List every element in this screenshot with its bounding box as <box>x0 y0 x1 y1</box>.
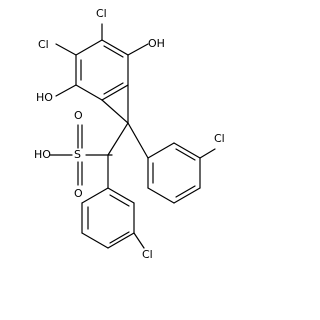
oxygen-label-top: O <box>74 109 83 122</box>
bond <box>81 232 109 249</box>
double-bond <box>103 45 124 58</box>
bond-cl <box>199 148 216 159</box>
right-ring <box>147 142 216 204</box>
bond-oh <box>127 43 149 56</box>
bond <box>81 187 109 204</box>
bond <box>101 84 129 101</box>
double-bond <box>175 148 196 161</box>
hydroxyl-label-right: OH <box>148 37 165 50</box>
bond <box>101 39 129 56</box>
hydroxyl-label-sulfonic: HO <box>34 148 51 161</box>
bond <box>75 84 103 101</box>
bond-cl-left <box>55 43 77 56</box>
top-ring <box>75 39 129 101</box>
bond <box>173 187 201 204</box>
bond <box>127 122 149 159</box>
hydroxyl-label-left: HO <box>36 91 53 104</box>
double-bond <box>175 185 196 198</box>
bond-cl <box>133 232 145 249</box>
chlorine-label-left: Cl <box>38 38 49 51</box>
bond <box>107 187 135 204</box>
bond <box>147 187 175 204</box>
bond <box>147 142 175 159</box>
bond <box>107 232 135 249</box>
bond <box>173 142 201 159</box>
bond <box>75 39 103 56</box>
bond <box>107 122 129 156</box>
double-bond <box>103 82 124 95</box>
sulfur-label: S <box>74 148 81 161</box>
structure-canvas: Cl Cl OH HO HO S O O Cl Cl <box>34 7 225 261</box>
chlorine-label-bottom-ring: Cl <box>142 248 153 261</box>
bond-ho <box>55 84 77 97</box>
oxygen-label-bottom: O <box>74 187 83 200</box>
chlorine-label-right-ring: Cl <box>214 132 225 145</box>
double-bond <box>109 231 130 244</box>
bottom-ring <box>81 154 145 249</box>
chlorine-label-top: Cl <box>96 7 107 20</box>
double-bond <box>109 194 130 207</box>
bond <box>101 99 129 124</box>
chemical-structure-diagram: Cl Cl OH HO HO S O O Cl Cl <box>34 7 225 261</box>
